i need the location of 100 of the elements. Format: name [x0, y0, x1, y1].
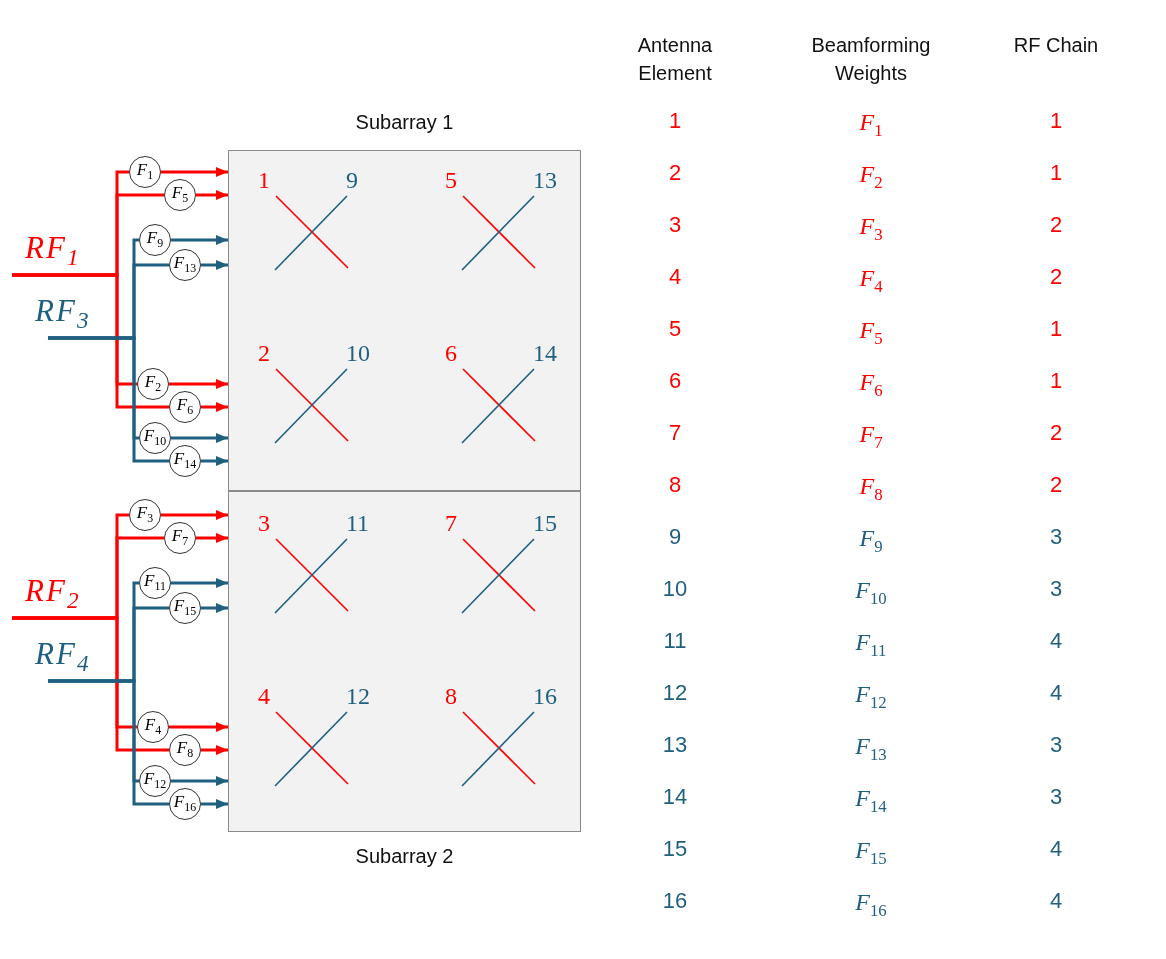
weight-symbol: F$_{4}$ [858, 266, 884, 296]
element-number: 1 [258, 168, 270, 192]
column-header: RF Chain [1012, 33, 1100, 58]
rf-chain-label: RF$_{3}$ [35, 295, 118, 338]
table-number: 4 [1048, 838, 1064, 860]
element-number: 9 [346, 168, 358, 192]
weight-circle: F$_{15}$ [169, 592, 201, 624]
feed-arrow [196, 190, 228, 200]
weight-symbol: F$_{13}$ [854, 734, 888, 764]
weight-circle: F$_{1}$ [129, 156, 161, 188]
feed-arrow [196, 533, 228, 543]
weight-circle: F$_{10}$ [139, 422, 171, 454]
weight-circle: F$_{11}$ [139, 567, 171, 599]
element-number: 11 [346, 511, 370, 535]
feed-line [48, 679, 169, 806]
table-number: 4 [1048, 682, 1064, 704]
feed-arrow [171, 578, 228, 588]
table-number: 3 [1048, 734, 1064, 756]
feed-arrow [201, 799, 228, 809]
table-number: 2 [1048, 266, 1064, 288]
feed-arrow [169, 379, 228, 389]
feed-arrow [201, 745, 228, 755]
table-number: 2 [1048, 422, 1064, 444]
weight-circle: F$_{4}$ [137, 711, 169, 743]
table-number: 13 [661, 734, 689, 756]
weight-circle: F$_{12}$ [139, 765, 171, 797]
table-number: 3 [1048, 786, 1064, 808]
element-number: 5 [445, 168, 457, 192]
table-number: 2 [1048, 474, 1064, 496]
element-number: 12 [346, 684, 370, 708]
table-number: 4 [1048, 890, 1064, 912]
feed-arrow [171, 776, 228, 786]
weight-symbol: F$_{16}$ [854, 890, 888, 920]
element-number: 15 [533, 511, 557, 535]
weight-circle: F$_{5}$ [164, 179, 196, 211]
table-number: 1 [1048, 370, 1064, 392]
table-number: 10 [661, 578, 689, 600]
weight-symbol: F$_{9}$ [858, 526, 884, 556]
weight-symbol: F$_{7}$ [858, 422, 884, 452]
weight-circle: F$_{14}$ [169, 445, 201, 477]
feed-arrow [171, 235, 228, 245]
table-number: 1 [1048, 110, 1064, 132]
feed-arrow [161, 167, 228, 177]
feed-arrow [161, 510, 228, 520]
feed-line [12, 273, 169, 409]
weight-symbol: F$_{10}$ [854, 578, 888, 608]
column-header: Beamforming Weights [810, 33, 932, 86]
element-number: 8 [445, 684, 457, 708]
weight-symbol: F$_{5}$ [858, 318, 884, 348]
table-number: 8 [667, 474, 683, 496]
element-number: 10 [346, 341, 370, 365]
column-header: Antenna Element [636, 33, 714, 86]
weight-symbol: F$_{8}$ [858, 474, 884, 504]
weight-symbol: F$_{3}$ [858, 214, 884, 244]
weight-circle: F$_{2}$ [137, 368, 169, 400]
feed-line [12, 616, 169, 752]
weight-circle: F$_{6}$ [169, 391, 201, 423]
rf-chain-label: RF$_{2}$ [12, 575, 92, 618]
feed-arrow [171, 433, 228, 443]
feed-arrow [201, 260, 228, 270]
rf-chain-label: RF$_{4}$ [35, 638, 118, 681]
weight-symbol: F$_{14}$ [854, 786, 888, 816]
element-number: 4 [258, 684, 270, 708]
table-number: 6 [667, 370, 683, 392]
feed-arrow [201, 402, 228, 412]
weight-circle: F$_{7}$ [164, 522, 196, 554]
table-number: 11 [662, 630, 688, 652]
feed-line [48, 336, 169, 463]
weight-symbol: F$_{11}$ [854, 630, 888, 660]
weight-symbol: F$_{2}$ [858, 162, 884, 192]
table-number: 3 [1048, 526, 1064, 548]
weight-circle: F$_{16}$ [169, 788, 201, 820]
element-number: 6 [445, 341, 457, 365]
weight-symbol: F$_{6}$ [858, 370, 884, 400]
element-number: 2 [258, 341, 270, 365]
weight-circle: F$_{9}$ [139, 224, 171, 256]
table-number: 15 [661, 838, 689, 860]
weight-symbol: F$_{12}$ [854, 682, 888, 712]
table-number: 4 [667, 266, 683, 288]
element-number: 3 [258, 511, 270, 535]
subarray-title: Subarray 2 [354, 845, 455, 868]
table-number: 3 [667, 214, 683, 236]
weight-symbol: F$_{15}$ [854, 838, 888, 868]
table-number: 1 [1048, 318, 1064, 340]
weight-circle: F$_{3}$ [129, 499, 161, 531]
table-number: 16 [661, 890, 689, 912]
rf-chain-label: RF$_{1}$ [12, 232, 92, 275]
table-number: 2 [667, 162, 683, 184]
element-number: 13 [533, 168, 557, 192]
element-number: 7 [445, 511, 457, 535]
weight-symbol: F$_{1}$ [858, 110, 884, 140]
element-number: 14 [533, 341, 557, 365]
table-number: 14 [661, 786, 689, 808]
table-number: 3 [1048, 578, 1064, 600]
table-number: 1 [1048, 162, 1064, 184]
feed-arrow [201, 603, 228, 613]
table-number: 12 [661, 682, 689, 704]
table-number: 1 [667, 110, 683, 132]
table-number: 7 [667, 422, 683, 444]
subarray-title: Subarray 1 [354, 111, 455, 134]
